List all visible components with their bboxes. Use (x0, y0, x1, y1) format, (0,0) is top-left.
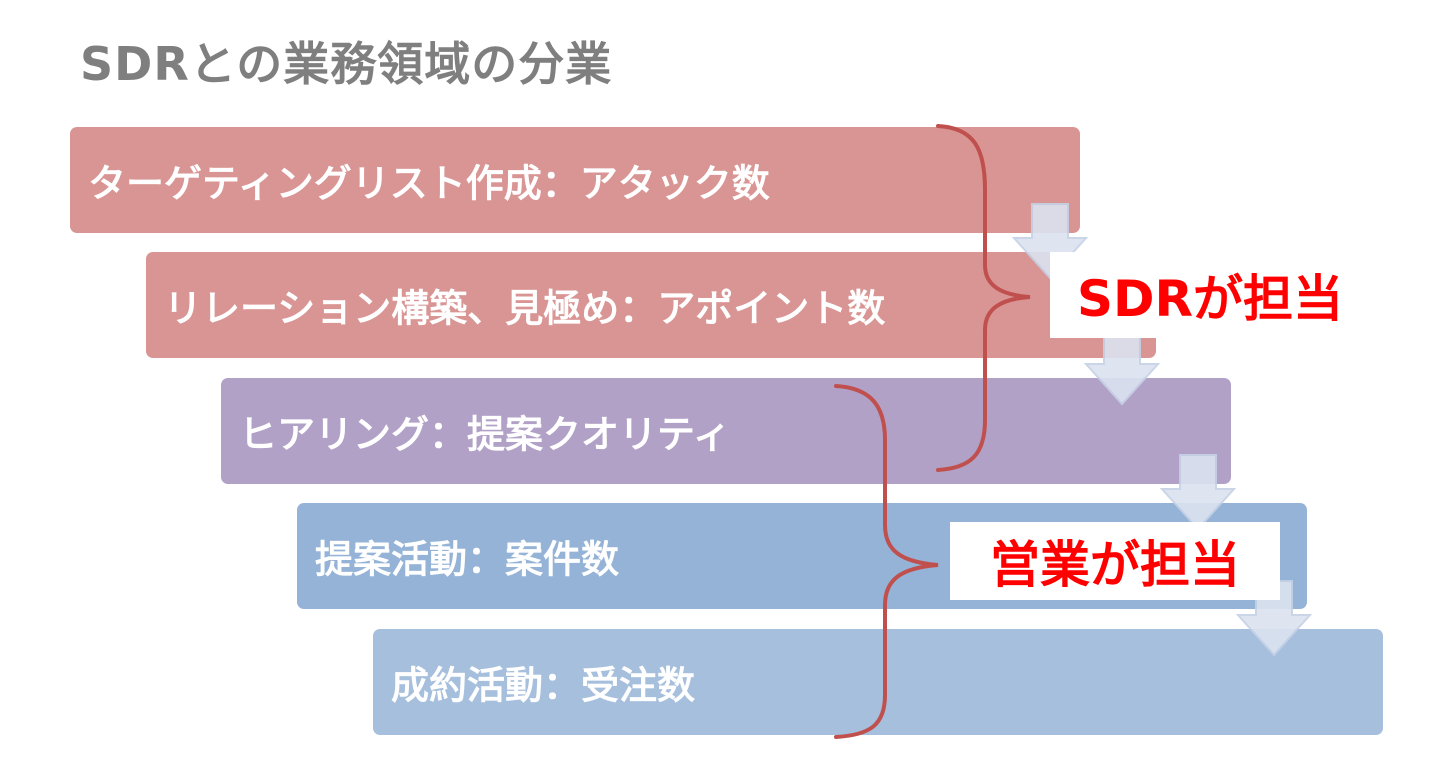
step-label: ターゲティングリスト作成：アタック数 (88, 161, 770, 206)
step-label: ヒアリング：提案クオリティ (239, 412, 731, 457)
step-label: リレーション構築、見極め：アポイント数 (164, 286, 886, 331)
step-closing: 成約活動：受注数 (373, 629, 1383, 735)
sales-owner-box: 営業が担当 (950, 522, 1280, 600)
step-hearing: ヒアリング：提案クオリティ (221, 378, 1231, 484)
sdr-owner-box: SDRが担当 (1050, 252, 1370, 338)
step-targeting-list: ターゲティングリスト作成：アタック数 (70, 127, 1080, 233)
step-label: 成約活動：受注数 (391, 663, 696, 708)
step-label: 提案活動：案件数 (315, 537, 620, 582)
sdr-owner-label: SDRが担当 (1076, 270, 1343, 328)
step-relationship-building: リレーション構築、見極め：アポイント数 (146, 252, 1156, 358)
page-title: SDRとの業務領域の分業 (80, 37, 613, 91)
sales-owner-label: 営業が担当 (990, 536, 1240, 594)
